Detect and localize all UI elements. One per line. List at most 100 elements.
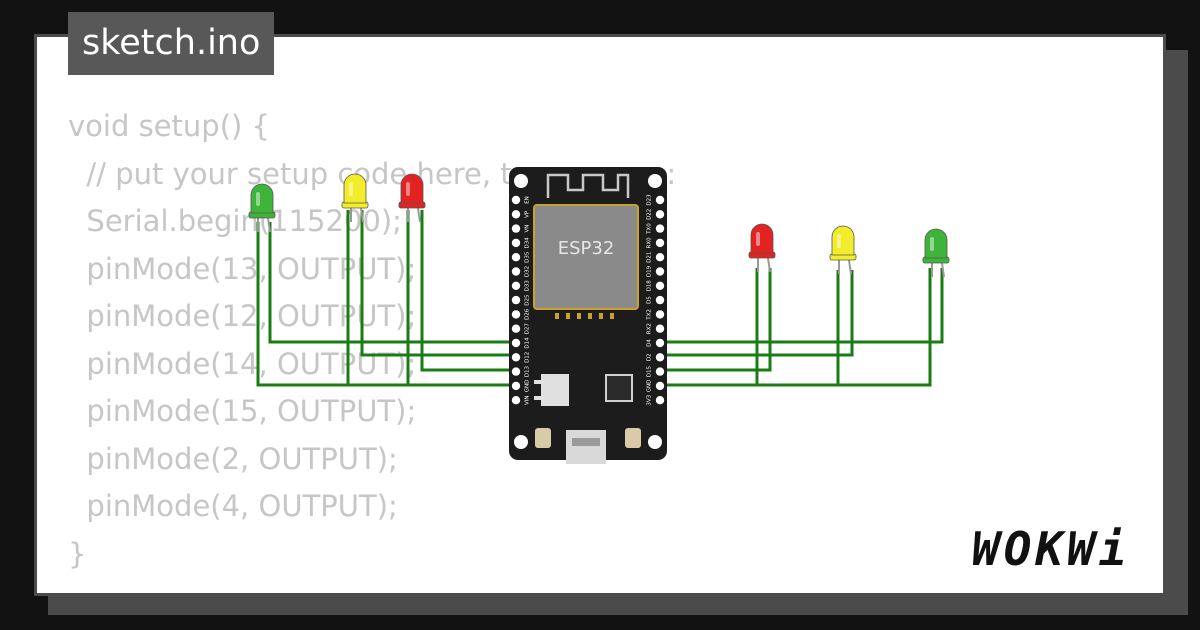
pin-label: D15 xyxy=(647,365,653,377)
pin-label: RX0 xyxy=(647,237,653,249)
mount-hole xyxy=(514,174,528,188)
boot-button[interactable] xyxy=(535,428,551,448)
pin-label: D25 xyxy=(525,294,531,306)
pin-label: D32 xyxy=(525,266,531,277)
antenna xyxy=(546,173,630,198)
pin-label: D27 xyxy=(525,323,531,335)
code-line: void setup() { xyxy=(68,109,270,143)
pin-label: TX2 xyxy=(647,309,653,321)
pin-d19[interactable] xyxy=(655,267,665,276)
usb-uart-chip xyxy=(605,374,633,402)
pin-label: GND xyxy=(647,380,653,393)
pin-label: D22 xyxy=(647,209,653,220)
file-tab[interactable]: sketch.ino xyxy=(68,12,275,75)
pin-d12[interactable] xyxy=(511,353,521,362)
wokwi-logo: WOKWi xyxy=(972,522,1131,576)
pin-label: RX2 xyxy=(647,323,653,334)
pin-d18[interactable] xyxy=(655,281,665,290)
pin-label: D18 xyxy=(647,280,653,292)
led-red[interactable] xyxy=(398,173,426,223)
reset-button[interactable] xyxy=(625,428,641,448)
wire-yellow-left-anode xyxy=(360,210,515,357)
pin-d4[interactable] xyxy=(655,338,665,348)
usb-port xyxy=(566,430,606,464)
pin-label: VIN xyxy=(525,395,531,405)
pin-d2[interactable] xyxy=(655,353,665,362)
pin-label: 3V3 xyxy=(647,394,653,405)
pin-rx0[interactable] xyxy=(655,238,665,248)
chip-shield xyxy=(533,204,639,310)
pin-rx2[interactable] xyxy=(655,324,665,333)
code-line: pinMode(15, OUTPUT); xyxy=(68,394,417,428)
pin-label: D13 xyxy=(525,365,531,377)
pin-en[interactable] xyxy=(511,195,521,205)
code-line: // put your setup code here, to run once… xyxy=(68,156,677,191)
pin-label: EN xyxy=(525,196,531,204)
pin-d21[interactable] xyxy=(655,253,665,262)
wire-red-left-anode xyxy=(420,210,515,372)
pin-d35[interactable] xyxy=(511,253,521,262)
wire-green-right-anode xyxy=(657,268,944,344)
pin-d22[interactable] xyxy=(655,210,665,219)
pin-gnd[interactable] xyxy=(655,381,665,391)
pin-label: D4 xyxy=(647,339,653,347)
pin-label: D21 xyxy=(647,252,653,263)
pin-d23[interactable] xyxy=(655,195,665,205)
pin-label: D35 xyxy=(525,251,531,263)
wire-green-left-anode xyxy=(268,222,515,344)
code-line: pinMode(4, OUTPUT); xyxy=(68,489,398,523)
wire-red-right-anode xyxy=(657,268,772,372)
led-yellow[interactable] xyxy=(829,225,857,275)
pin-label: D12 xyxy=(525,352,531,363)
pin-d13[interactable] xyxy=(511,367,521,376)
led-yellow[interactable] xyxy=(341,173,369,223)
led-green[interactable] xyxy=(248,183,276,233)
pin-label: D5 xyxy=(647,296,653,304)
chip-label: ESP32 xyxy=(558,238,615,259)
pin-label: TX0 xyxy=(647,223,653,235)
pin-vp[interactable] xyxy=(511,210,521,219)
wires xyxy=(256,210,944,387)
pin-d32[interactable] xyxy=(511,267,521,276)
code-line: pinMode(2, OUTPUT); xyxy=(68,441,398,476)
pin-vn[interactable] xyxy=(511,224,521,233)
pin-gnd[interactable] xyxy=(511,381,521,391)
pin-label: D23 xyxy=(647,194,653,206)
led-green[interactable] xyxy=(922,228,950,278)
pin-d15[interactable] xyxy=(655,367,665,376)
wire-yellow-right-anode xyxy=(657,270,854,357)
pin-d34[interactable] xyxy=(511,238,521,248)
pin-3v3[interactable] xyxy=(655,396,665,405)
pin-d26[interactable] xyxy=(511,310,521,319)
pin-tx2[interactable] xyxy=(655,310,665,319)
mount-hole xyxy=(648,435,662,449)
pin-d5[interactable] xyxy=(655,295,665,305)
pin-label: GND xyxy=(525,380,531,393)
right-pin-header: D23D22TX0RX0D21D19D18D5TX2RX2D4D2D15GND3… xyxy=(647,194,665,406)
code-line: } xyxy=(68,536,87,571)
pin-label: D14 xyxy=(525,337,531,349)
pin-label: D2 xyxy=(647,353,653,361)
esp32-board[interactable]: ESP32 ENVPVND34D35D32D33D25D26D27D14D12D… xyxy=(509,167,667,464)
pin-d33[interactable] xyxy=(511,281,521,290)
pin-label: VP xyxy=(525,210,531,218)
pin-label: VN xyxy=(525,225,531,233)
pin-label: D33 xyxy=(525,280,531,292)
mount-hole xyxy=(648,174,662,188)
pin-label: D34 xyxy=(525,237,531,249)
pin-d27[interactable] xyxy=(511,324,521,333)
wire-gnd-right xyxy=(657,268,932,387)
pin-d14[interactable] xyxy=(511,338,521,348)
voltage-regulator xyxy=(541,374,569,406)
pin-vin[interactable] xyxy=(511,396,521,405)
pin-d25[interactable] xyxy=(511,295,521,305)
chip-pads xyxy=(555,313,614,319)
mount-hole xyxy=(514,435,528,449)
pin-label: D26 xyxy=(525,308,531,320)
pin-tx0[interactable] xyxy=(655,224,665,233)
pin-label: D19 xyxy=(647,265,653,277)
led-group xyxy=(248,173,950,278)
led-red[interactable] xyxy=(748,223,776,273)
